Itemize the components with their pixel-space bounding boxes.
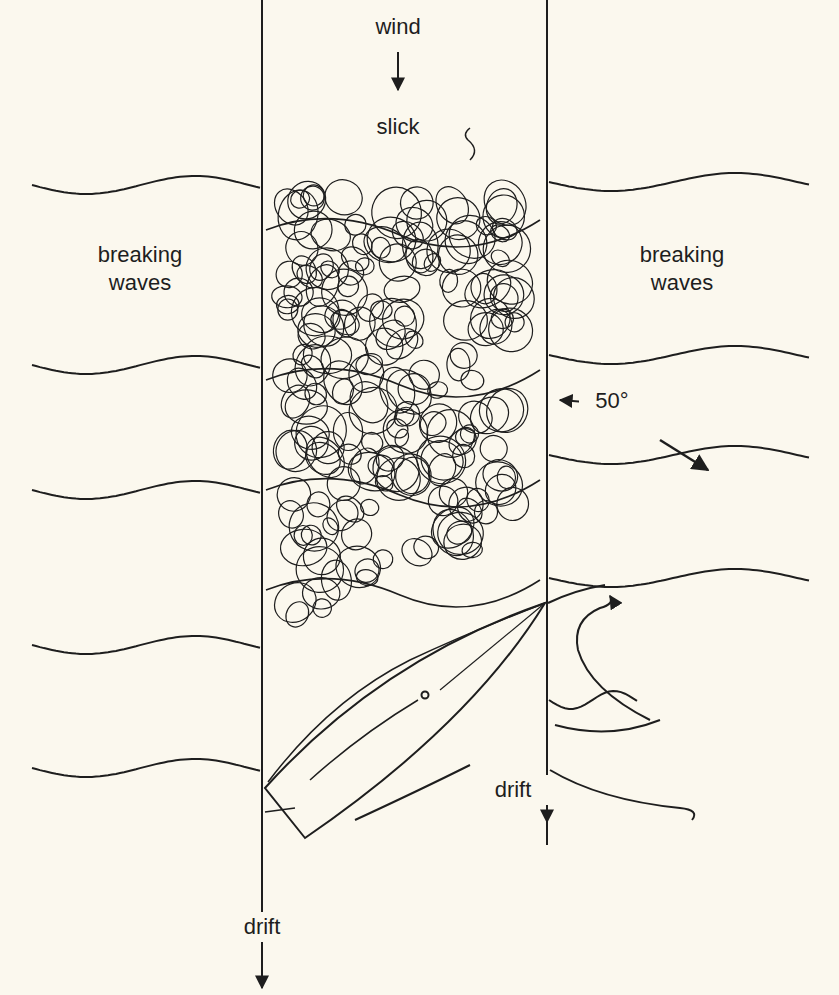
- drift-label: drift: [475, 775, 551, 805]
- drift-arrow: [261, 955, 263, 988]
- slick-edge: [261, 0, 263, 985]
- angle-label: 50°: [579, 386, 645, 416]
- slick-scribble: [266, 172, 543, 631]
- drift-label: drift: [224, 912, 300, 942]
- wind-label: wind: [355, 12, 441, 42]
- wake-lines: [355, 585, 694, 820]
- slick-edge: [546, 0, 548, 845]
- wind-arrow: [397, 52, 399, 90]
- flow-mark: [465, 128, 474, 160]
- wave-label: breaking waves: [72, 240, 208, 297]
- angle-arrow: [660, 440, 708, 470]
- wave-label: breaking waves: [614, 240, 750, 297]
- region-label: slick: [355, 112, 441, 142]
